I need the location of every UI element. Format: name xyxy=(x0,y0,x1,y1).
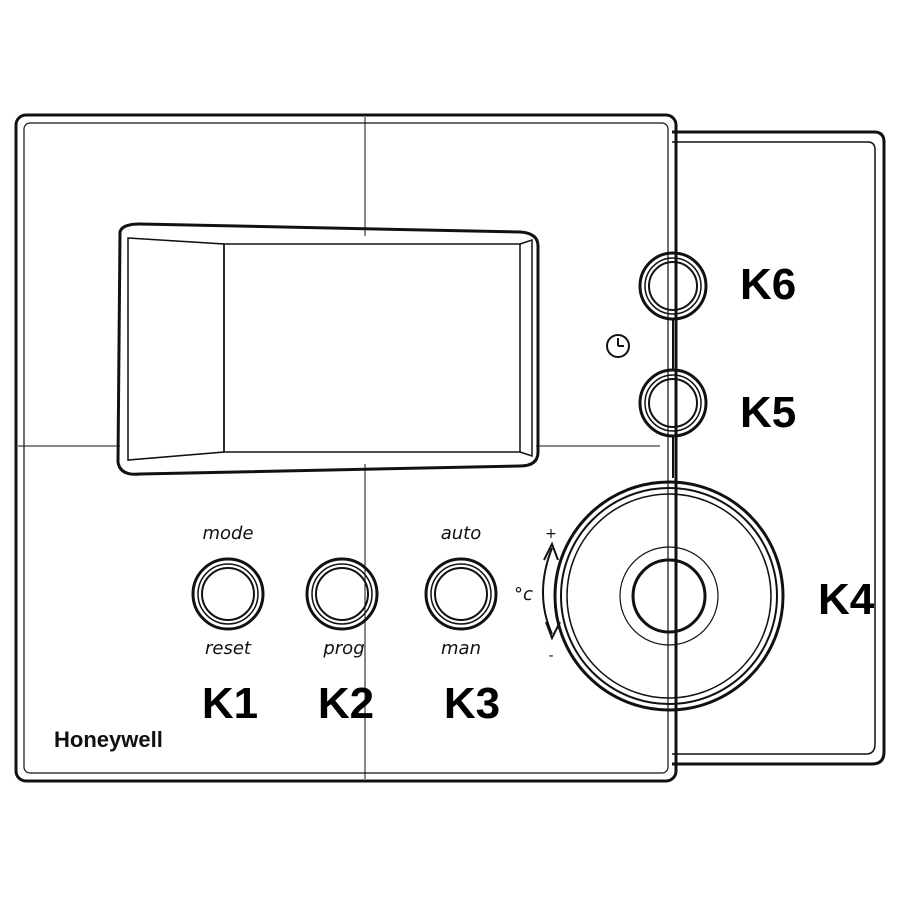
k6-button[interactable] xyxy=(638,251,708,321)
k3-button[interactable] xyxy=(424,557,498,631)
k1-key-label: K1 xyxy=(202,679,258,728)
k3-key-label: K3 xyxy=(444,679,500,728)
k2-button[interactable] xyxy=(305,557,379,631)
k1-button[interactable] xyxy=(191,557,265,631)
dial-direction-arrows xyxy=(542,541,561,641)
dial-unit-label: °c xyxy=(514,584,533,605)
k5-key-label: K5 xyxy=(740,388,796,437)
k5-button[interactable] xyxy=(638,368,708,438)
front-panel-inner xyxy=(23,122,669,774)
side-housing-inner xyxy=(672,141,876,755)
front-panel-outline xyxy=(14,113,678,783)
dial-minus-label: - xyxy=(548,648,553,664)
k1-top-label: mode xyxy=(202,523,253,544)
k1-bottom-label: reset xyxy=(205,638,252,659)
dial-plus-label: + xyxy=(545,526,557,542)
brand-logo: Honeywell xyxy=(54,727,163,752)
k4-dial[interactable] xyxy=(553,480,785,712)
side-housing xyxy=(672,130,886,766)
k2-bottom-label: prog xyxy=(322,638,364,659)
k6-key-label: K6 xyxy=(740,260,796,309)
k3-bottom-label: man xyxy=(441,638,481,659)
k3-top-label: auto xyxy=(441,523,482,544)
clock-icon xyxy=(606,334,630,358)
k2-key-label: K2 xyxy=(318,679,374,728)
k4-key-label: K4 xyxy=(818,575,875,624)
display-window xyxy=(116,222,540,476)
